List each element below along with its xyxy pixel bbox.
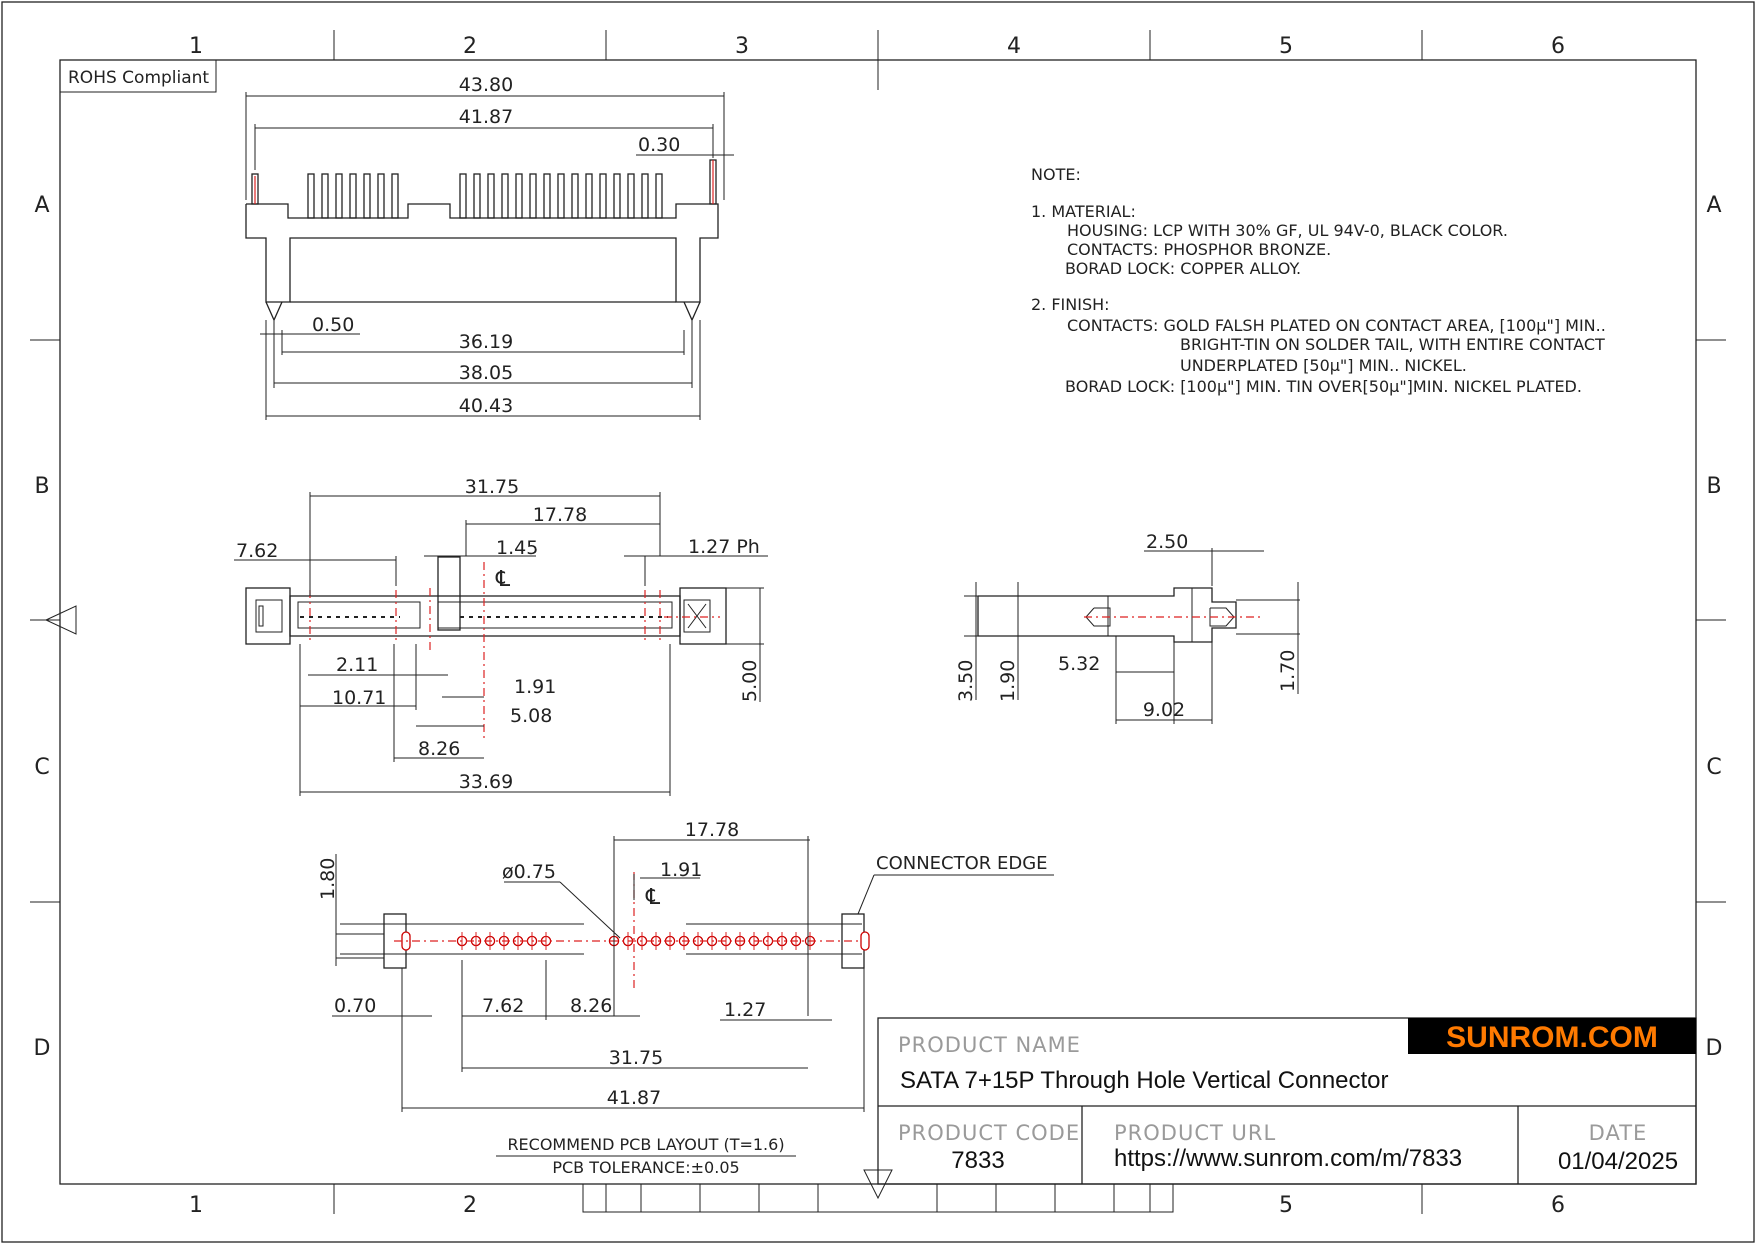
col-label-top: 3	[735, 34, 749, 59]
col-label-bottom: 6	[1551, 1193, 1565, 1218]
dim-1-91: 1.91	[514, 676, 556, 698]
row-label-right: B	[1706, 474, 1721, 499]
rohs-badge-box	[59, 59, 217, 93]
title-block: SUNROM.COM PRODUCT NAME SATA 7+15P Throu…	[877, 1017, 1697, 1185]
row-label-left: C	[34, 755, 49, 780]
dim-5-32: 5.32	[1058, 653, 1100, 675]
note-line: 2. FINISH:	[1031, 295, 1110, 314]
col-label-top: 1	[189, 34, 203, 59]
connector-edge-label: CONNECTOR EDGE	[876, 853, 1048, 874]
note-line: BRIGHT-TIN ON SOLDER TAIL, WITH ENTIRE C…	[1180, 335, 1605, 354]
date-label: DATE	[1589, 1121, 1648, 1145]
dim-8-26: 8.26	[570, 995, 612, 1017]
dim-1-45: 1.45	[496, 537, 538, 559]
col-label-top: 5	[1279, 34, 1293, 59]
dim-41-87: 41.87	[459, 106, 513, 128]
col-label-top: 6	[1551, 34, 1565, 59]
centerline-symbol: ℄	[645, 885, 661, 910]
dim-38-05: 38.05	[459, 362, 513, 384]
sunrom-logo: SUNROM.COM	[1446, 1021, 1658, 1054]
product-name: SATA 7+15P Through Hole Vertical Connect…	[900, 1067, 1389, 1094]
logo-background	[1408, 1018, 1696, 1054]
note-line: 1. MATERIAL:	[1031, 202, 1136, 221]
dim-1-91: 1.91	[660, 859, 702, 881]
dim-9-02: 9.02	[1143, 699, 1185, 721]
row-label-right: D	[1706, 1036, 1723, 1061]
note-line: BORAD LOCK: COPPER ALLOY.	[1065, 259, 1301, 278]
product-url[interactable]: https://www.sunrom.com/m/7833	[1114, 1145, 1462, 1172]
dim-36-19: 36.19	[459, 331, 513, 353]
grid-labels: 1 2 3 4 5 6 1 2 5 6 A B C D A B C D	[34, 34, 1723, 1218]
row-label-left: A	[34, 193, 49, 218]
dim-10-71: 10.71	[332, 687, 386, 709]
col-label-bottom: 1	[189, 1193, 203, 1218]
dim-1-27: 1.27	[724, 999, 766, 1021]
col-label-bottom: 2	[463, 1193, 477, 1218]
top-view: 31.75 17.78 7.62 1.45 1.27 Ph ℄ 2.11 1.9…	[234, 476, 768, 796]
note-line: CONTACTS: PHOSPHOR BRONZE.	[1067, 240, 1331, 259]
dim-1-70: 1.70	[1277, 650, 1299, 692]
note-line: CONTACTS: GOLD FALSH PLATED ON CONTACT A…	[1067, 316, 1606, 335]
row-label-left: D	[34, 1036, 51, 1061]
dim-7-62: 7.62	[236, 540, 278, 562]
product-code-label: PRODUCT CODE	[898, 1121, 1080, 1145]
dim-0-70: 0.70	[334, 995, 376, 1017]
pcb-caption-line-1: RECOMMEND PCB LAYOUT (T=1.6)	[507, 1135, 784, 1154]
dim-1-80: 1.80	[317, 858, 339, 900]
dim-41-87: 41.87	[607, 1087, 661, 1109]
pcb-caption-line-2: PCB TOLERANCE:±0.05	[552, 1158, 739, 1177]
note-line: BORAD LOCK: [100μ"] MIN. TIN OVER[50μ"]M…	[1065, 377, 1582, 396]
note-line: HOUSING: LCP WITH 30% GF, UL 94V-0, BLAC…	[1067, 221, 1508, 240]
left-centering-arrow	[44, 605, 77, 635]
centerline-symbol: ℄	[495, 567, 511, 592]
dim-0-30: 0.30	[638, 134, 680, 156]
dim-43-80: 43.80	[459, 74, 513, 96]
dim-5-08: 5.08	[510, 705, 552, 727]
col-label-top: 4	[1007, 34, 1021, 59]
dim-8-26: 8.26	[418, 738, 460, 760]
date-value: 01/04/2025	[1558, 1148, 1678, 1175]
dim-hole-diameter: ø0.75	[502, 861, 556, 883]
col-label-top: 2	[463, 34, 477, 59]
product-code: 7833	[951, 1147, 1004, 1174]
row-label-right: A	[1706, 193, 1721, 218]
dim-33-69: 33.69	[459, 771, 513, 793]
dim-0-50: 0.50	[312, 314, 354, 336]
product-url-label: PRODUCT URL	[1114, 1121, 1276, 1145]
product-name-label: PRODUCT NAME	[898, 1033, 1081, 1057]
rohs-badge: ROHS Compliant	[68, 68, 209, 88]
dim-40-43: 40.43	[459, 395, 513, 417]
note-line: UNDERPLATED [50μ"] MIN.. NICKEL.	[1180, 356, 1467, 375]
notes-heading: NOTE:	[1031, 165, 1081, 184]
dim-31-75: 31.75	[465, 476, 519, 498]
dim-31-75: 31.75	[609, 1047, 663, 1069]
dim-5-00: 5.00	[739, 660, 761, 702]
dim-1-27-ph: 1.27 Ph	[688, 536, 760, 558]
scale-bar	[582, 1183, 1174, 1213]
dim-17-78: 17.78	[685, 819, 739, 841]
pcb-layout: 17.78 1.91 ø0.75 ℄ 1.80 0.70 7.62 8.26 1…	[317, 819, 1054, 1177]
side-view: 2.50 3.50 1.90 5.32 9.02 1.70	[955, 531, 1300, 724]
notes-block: NOTE: 1. MATERIAL: HOUSING: LCP WITH 30%…	[1031, 165, 1606, 396]
dim-1-90: 1.90	[997, 660, 1019, 702]
dim-7-62: 7.62	[482, 995, 524, 1017]
dim-17-78: 17.78	[533, 504, 587, 526]
dim-2-50: 2.50	[1146, 531, 1188, 553]
dim-2-11: 2.11	[336, 654, 378, 676]
row-label-left: B	[34, 474, 49, 499]
dim-3-50: 3.50	[955, 660, 977, 702]
col-label-bottom: 5	[1279, 1193, 1293, 1218]
row-label-right: C	[1706, 755, 1721, 780]
front-view: 43.80 41.87 0.30 0.50 36.19 38.05 40.43	[245, 74, 734, 420]
